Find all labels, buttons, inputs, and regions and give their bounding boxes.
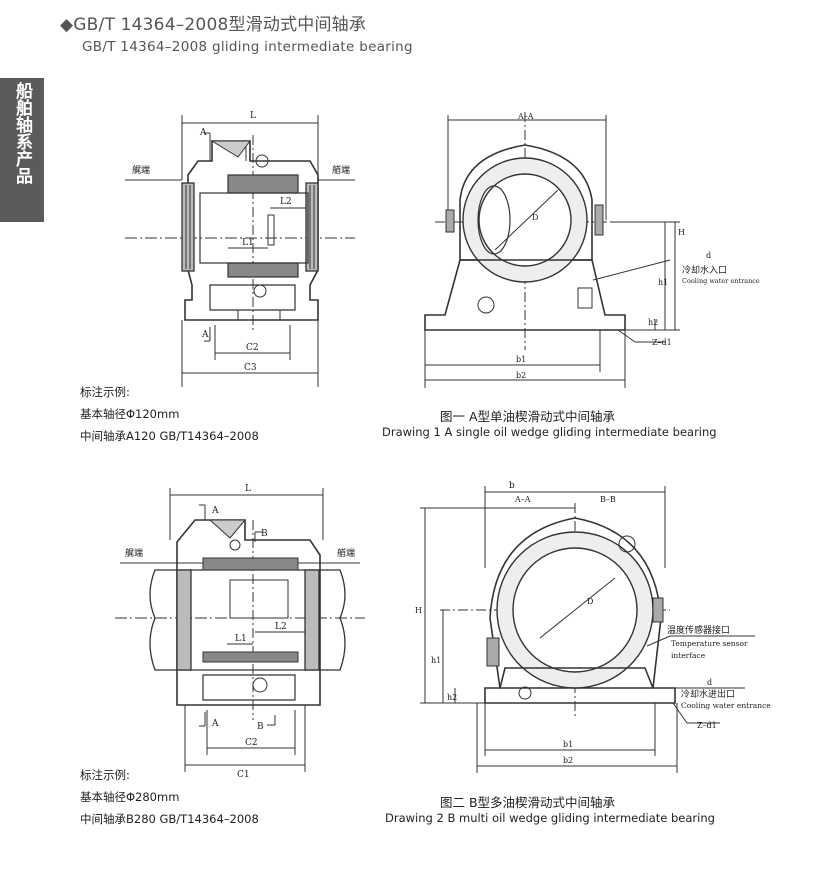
section2-notes: 标注示例: 基本轴径Φ280mm 中间轴承B280 GB/T14364–2008 <box>80 764 259 830</box>
caption2-cn: 图二 B型多油楔滑动式中间轴承 <box>440 795 616 810</box>
temp-sensor-cn: 温度传感器接口 <box>667 624 730 636</box>
dim-d: d <box>706 251 711 260</box>
note-line2-2: 中间轴承B280 GB/T14364–2008 <box>80 812 259 826</box>
dim-L2-2: L2 <box>275 622 287 632</box>
note-line1-2: 基本轴径Φ280mm <box>80 790 180 804</box>
dim-b1: b1 <box>516 355 526 364</box>
section-B-B: B–B <box>600 495 616 504</box>
dim-b2: b2 <box>516 371 526 380</box>
drawing1-front-view: A–A D H h1 h2 d 冷却水入口 Cooling water entr… <box>424 112 760 388</box>
section-A-A: A–A <box>517 112 534 121</box>
dim-D: D <box>532 213 538 222</box>
sidebar-label: 船舶轴系产品 <box>12 82 32 184</box>
temp-sensor-en2: interface <box>671 651 706 660</box>
note-line2: 中间轴承A120 GB/T14364–2008 <box>80 429 259 443</box>
stern-label: 艉端 <box>132 164 150 176</box>
dim-D-2: D <box>587 597 593 606</box>
cooling-label-en: Cooling water entrance <box>682 277 760 285</box>
section-mark-A-top: A <box>199 128 207 138</box>
bow-label-2: 艏端 <box>337 547 355 559</box>
dim-C3: C3 <box>244 363 257 373</box>
cooling-label-cn: 冷却水入口 <box>682 264 727 276</box>
drawing2-front-view: b A–A B–B D H h1 h2 温度传感器接口 Temperature … <box>415 481 771 773</box>
note-line1: 基本轴径Φ120mm <box>80 407 180 421</box>
stern-label-2: 艉端 <box>125 547 143 559</box>
dim-h1-2: h1 <box>431 656 441 665</box>
drawing2-side-view: L A A B B 艉端 艏端 L1 L2 C2 C1 <box>115 484 365 780</box>
diamond-bullet-icon: ◆ <box>60 15 74 35</box>
title-cn-text: GB/T 14364–2008型滑动式中间轴承 <box>73 15 367 35</box>
caption1-en: Drawing 1 A single oil wedge gliding int… <box>382 425 717 439</box>
note-title: 标注示例: <box>80 385 130 399</box>
note-title-2: 标注示例: <box>80 768 130 782</box>
temp-sensor-en1: Temperature sensor <box>671 639 748 648</box>
dim-L-2: L <box>245 484 251 494</box>
caption2-en: Drawing 2 B multi oil wedge gliding inte… <box>385 811 715 825</box>
section-mark-A-bottom: A <box>201 330 209 340</box>
dim-h1: h1 <box>658 278 668 287</box>
drawing1-side-view: L A A 艉端 艏端 L1 L2 C2 C3 <box>125 111 355 387</box>
cooling2-en: Cooling water entrance <box>681 701 771 710</box>
dim-h2-2: h2 <box>447 693 457 702</box>
section1-notes: 标注示例: 基本轴径Φ120mm 中间轴承A120 GB/T14364–2008 <box>80 381 259 447</box>
dim-L1-2: L1 <box>235 634 247 644</box>
dim-C2-2: C2 <box>245 738 258 748</box>
dim-L: L <box>250 111 256 121</box>
cooling2-cn: 冷却水进出口 <box>681 688 735 700</box>
dim-C2: C2 <box>246 343 259 353</box>
dim-b1-2: b1 <box>563 740 573 749</box>
section-mark-A-top-2: A <box>211 506 219 516</box>
dim-Z-d1: Z–d1 <box>652 338 672 347</box>
section-mark-B-bottom: B <box>257 722 264 732</box>
dim-H-2: H <box>415 606 422 615</box>
section-mark-B-top: B <box>261 529 268 539</box>
section-mark-A-bottom-2: A <box>211 719 219 729</box>
dim-h2: h2 <box>648 318 658 327</box>
sidebar-tab: 船舶轴系产品 <box>0 78 44 222</box>
dim-d-2: d <box>707 678 712 687</box>
page-title-en: GB/T 14364–2008 gliding intermediate bea… <box>82 39 413 55</box>
dim-H: H <box>678 228 685 237</box>
dim-L1: L1 <box>242 238 254 248</box>
section-A-A-2: A–A <box>514 495 531 504</box>
dim-Z-d1-2: Z–d1 <box>697 721 717 730</box>
bow-label: 艏端 <box>332 164 350 176</box>
dim-L2: L2 <box>280 197 292 207</box>
dim-b-2: b <box>509 481 515 491</box>
dim-C1-2: C1 <box>237 770 250 780</box>
dim-b2-2: b2 <box>563 756 573 765</box>
page-title-cn: ◆GB/T 14364–2008型滑动式中间轴承 <box>60 10 366 35</box>
caption1-cn: 图一 A型单油楔滑动式中间轴承 <box>440 409 616 424</box>
